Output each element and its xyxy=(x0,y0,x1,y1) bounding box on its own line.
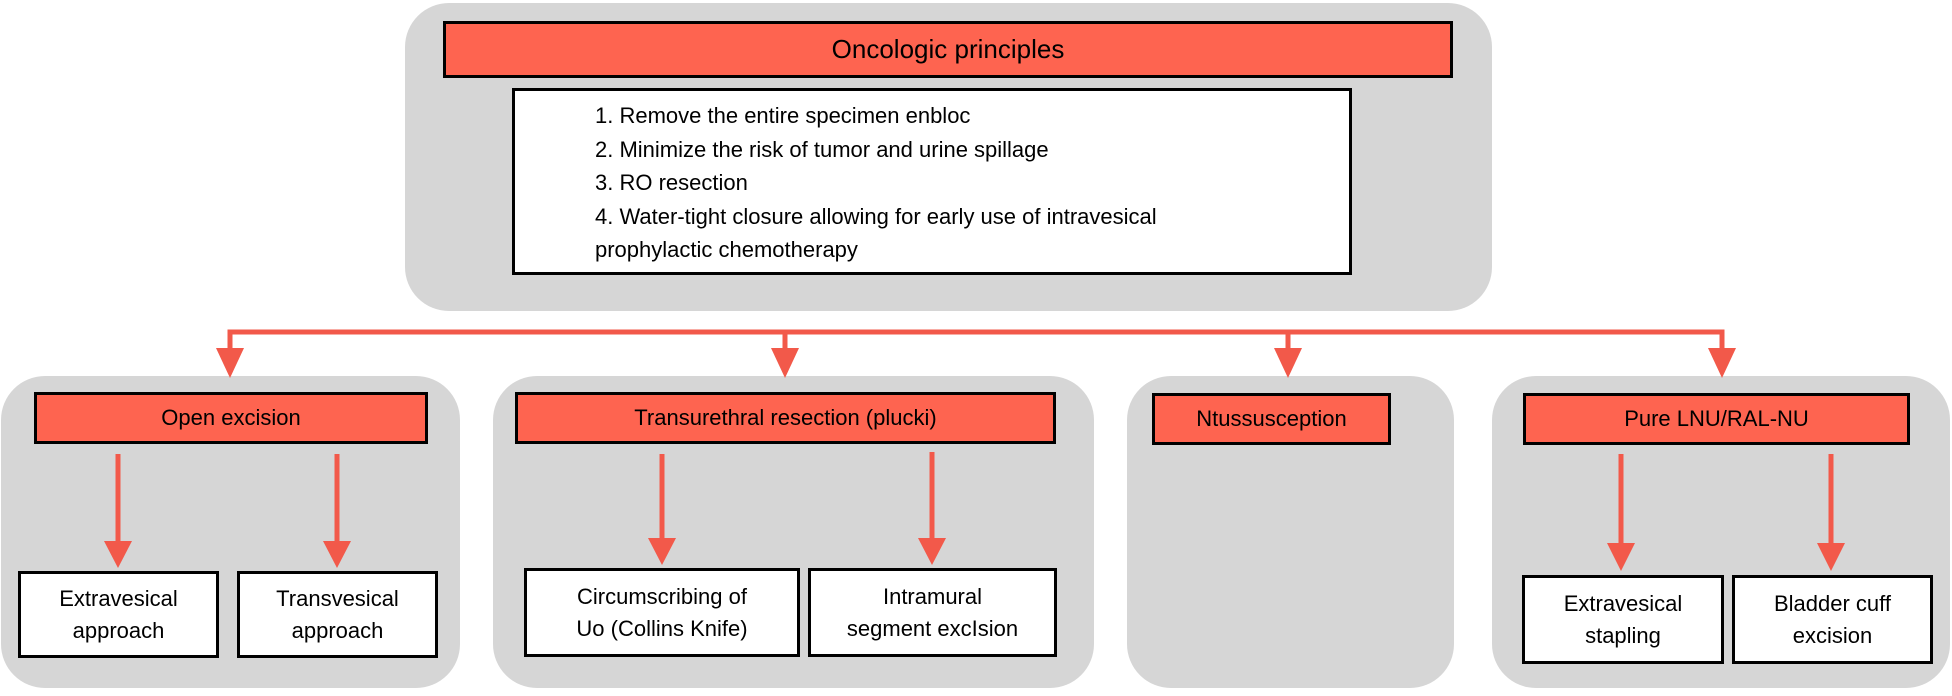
principle-item: 2. Minimize the risk of tumor and urine … xyxy=(595,136,1049,162)
principle-item: 4. Water-tight closure allowing for earl… xyxy=(595,203,1157,263)
technique-title-intussusception: Ntussusception xyxy=(1152,393,1391,445)
option-circumscribing-uo: Circumscribing of Uo (Collins Knife) xyxy=(524,568,800,657)
option-extravesical-approach: Extravesical approach xyxy=(18,571,219,658)
arrow-head-open-excision xyxy=(216,348,244,378)
arrow-head-extravesical-stapling xyxy=(1607,543,1635,571)
option-transvesical-approach: Transvesical approach xyxy=(237,571,438,658)
arrow-head-extravesical-approach xyxy=(104,541,132,568)
principles-list: 1. Remove the entire specimen enbloc 2. … xyxy=(595,99,1349,267)
option-intramural-segment-excision: Intramural segment excIsion xyxy=(808,568,1057,657)
principle-item: 3. RO resection xyxy=(595,170,748,195)
top-connector-line xyxy=(227,329,1725,348)
arrow-head-intussusception xyxy=(1274,348,1302,378)
arrow-head-bladder-cuff xyxy=(1817,543,1845,571)
arrow-head-circumscribing xyxy=(648,538,676,565)
technique-title-lnu: Pure LNU/RAL-NU xyxy=(1523,393,1910,445)
arrow-head-lnu xyxy=(1708,348,1736,378)
oncologic-principles-title: Oncologic principles xyxy=(443,21,1453,78)
arrow-head-intramural xyxy=(918,538,946,565)
arrow-head-transurethral xyxy=(771,348,799,378)
technique-title-transurethral: Transurethral resection (plucki) xyxy=(515,392,1056,444)
arrow-head-transvesical-approach xyxy=(323,541,351,568)
technique-title-open-excision: Open excision xyxy=(34,392,428,444)
principle-item: 1. Remove the entire specimen enbloc xyxy=(595,103,971,128)
option-extravesical-stapling: Extravesical stapling xyxy=(1522,575,1724,664)
option-bladder-cuff-excision: Bladder cuff excision xyxy=(1732,575,1933,664)
principles-list-box: 1. Remove the entire specimen enbloc 2. … xyxy=(512,88,1352,275)
